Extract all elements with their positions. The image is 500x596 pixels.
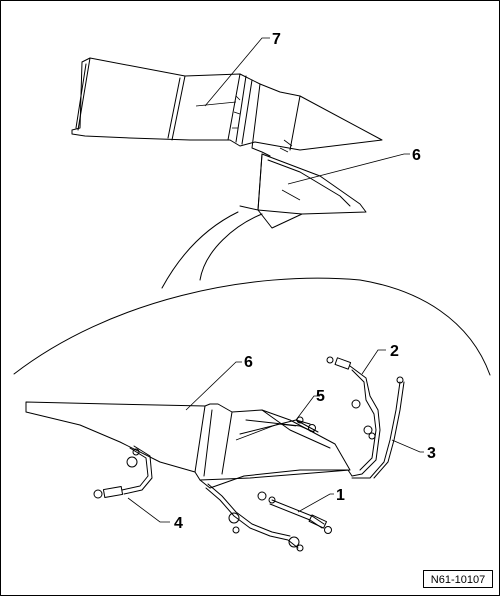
callout-2: 2 [390,343,399,360]
figure-ref-box [423,570,493,588]
callout-4: 4 [174,515,183,532]
callout-6-bottom: 6 [244,354,253,371]
callout-5: 5 [316,388,325,405]
callout-6-top: 6 [412,147,421,164]
bracket-bottom-part [25,401,353,489]
callout-7: 7 [272,31,281,48]
zoom-line-right [199,213,263,281]
connector-5 [239,416,319,435]
callout-1: 1 [336,487,345,504]
wiring-harness-2-3 [326,356,405,479]
wire-1 [205,483,332,552]
zoom-arc [13,277,491,376]
zoom-line-left [161,211,239,289]
air-duct-part [71,57,383,157]
wire-4 [93,445,153,499]
callout-3: 3 [427,445,436,462]
bracket-top-part [239,153,367,229]
figure-ref-label: N61-10107 [431,574,485,586]
